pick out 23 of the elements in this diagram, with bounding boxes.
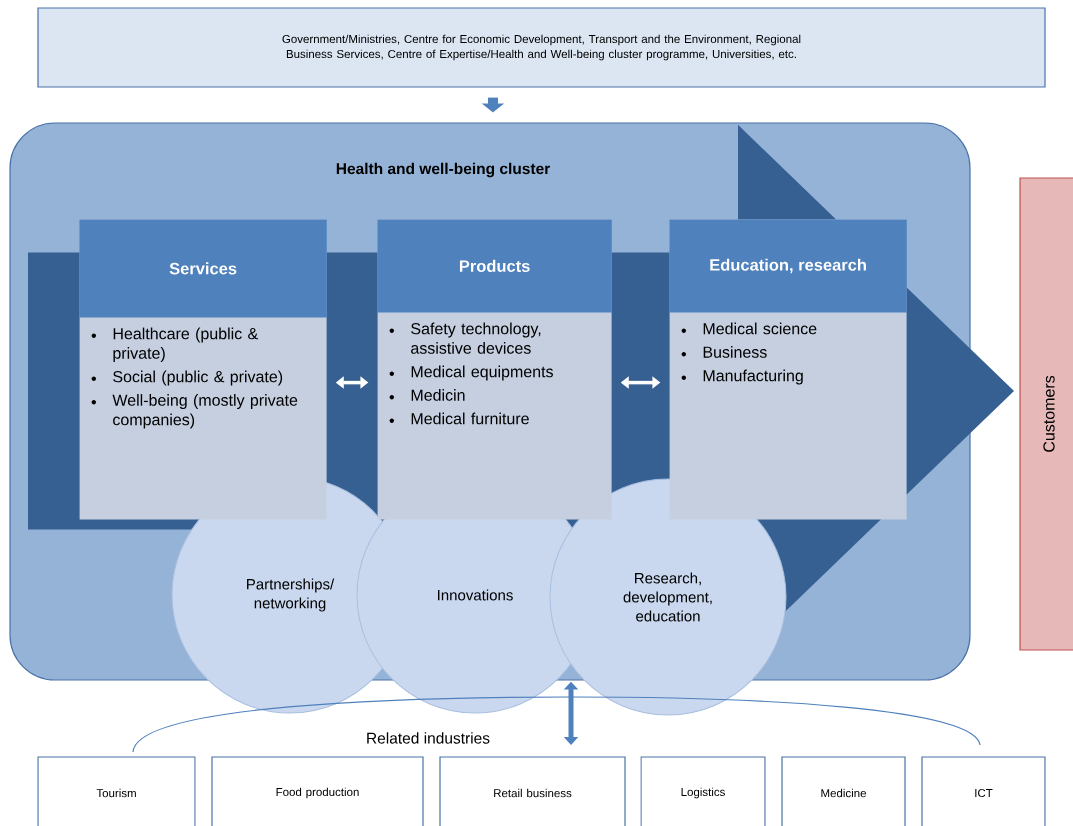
list-item: Social (public & private): [91, 370, 283, 386]
list-item: Medical science: [681, 322, 817, 335]
column-heading: Products: [459, 259, 530, 272]
list-item: Safety technology, assistive devices: [389, 322, 541, 354]
group-label: Related industries: [367, 732, 490, 744]
industry-box: Retail business: [439, 756, 626, 826]
customer-bar: Customers: [1019, 177, 1073, 651]
list-item: Manufacturing: [681, 369, 803, 385]
industry-box: Logistics: [640, 756, 766, 826]
list-item: Business: [681, 346, 767, 358]
list-item: Medicin: [389, 389, 465, 401]
industry-box: ICT: [921, 756, 1046, 826]
column-heading: Education, research: [710, 258, 866, 274]
panel-title: Health and well-being cluster: [336, 162, 550, 178]
industry-box: Medicine: [781, 756, 906, 826]
info-box: Government/Ministries, Centre for Economic Development, Transport and the Environment, Regional Business Services, Centre of Expertise/Health and Well-being cluster programme, Universities, etc.: [37, 7, 1046, 88]
list-item: Medical equipments: [389, 365, 553, 381]
industry-box: Tourism: [37, 756, 196, 826]
list-item: Well-being (mostly private companies): [91, 394, 298, 429]
list-item: Healthcare (public & private): [91, 327, 258, 362]
industry-box: Food production: [211, 756, 424, 826]
list-item: Medical furniture: [389, 412, 529, 425]
column-heading: Services: [169, 262, 237, 275]
